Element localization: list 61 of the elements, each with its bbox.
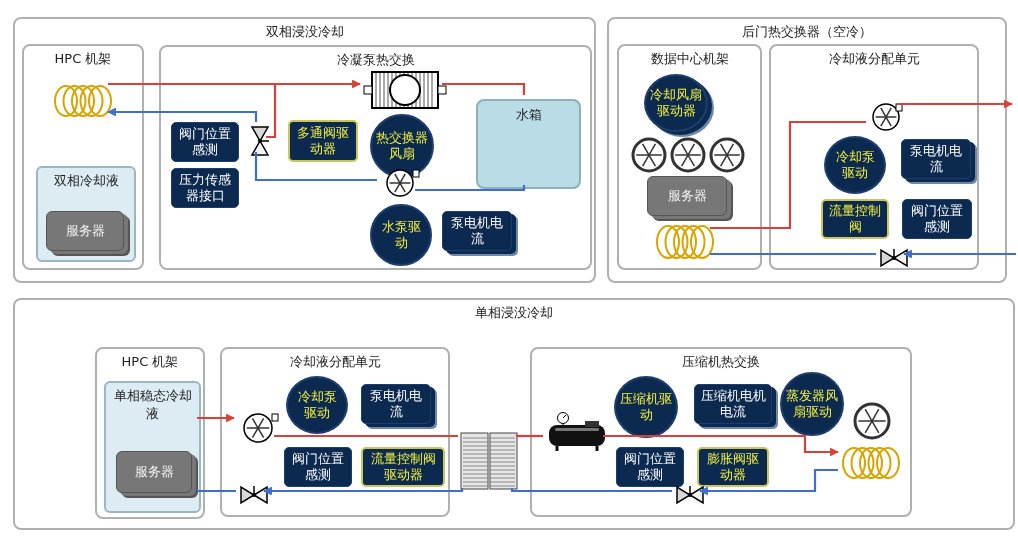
section-title: HPC 机架 xyxy=(120,353,180,371)
radiator-fan-icon xyxy=(364,70,446,110)
driver-box: 膨胀阀驱动器 xyxy=(697,447,769,487)
driver-box: 流量控制阀驱动器 xyxy=(361,447,445,487)
status-box: 阀门位置感测 xyxy=(616,447,684,487)
section-panel xyxy=(617,44,762,270)
section-title: 双相冷却液 xyxy=(52,172,120,190)
status-box: 阀门位置感测 xyxy=(902,199,972,239)
valve-icon xyxy=(250,126,270,156)
status-box: 阀门位置感测 xyxy=(284,447,352,487)
section-title: 数据中心机架 xyxy=(649,50,730,68)
compressor-icon xyxy=(547,412,607,452)
section-title: HPC 机架 xyxy=(53,50,113,68)
section-panel xyxy=(159,45,592,270)
pipe-arrow xyxy=(603,434,839,457)
pipe-arrow xyxy=(263,486,464,496)
section-panel xyxy=(13,298,1015,530)
section-title: 冷凝泵热交换 xyxy=(335,51,416,69)
section-title: 冷却液分配单元 xyxy=(827,50,921,68)
status-box: 阀门位置感测 xyxy=(171,122,239,162)
section-panel xyxy=(530,347,912,517)
drive-circle: 蒸发器风扇驱动 xyxy=(780,372,844,436)
drive-circle: 冷却泵驱动 xyxy=(286,376,348,434)
section-panel xyxy=(95,347,205,519)
pipe-arrow xyxy=(898,99,1013,109)
plate-heat-exchanger-icon xyxy=(460,432,518,490)
section-title: 单相稳态冷却液 xyxy=(112,387,193,423)
section-panel xyxy=(607,17,1007,283)
pump-icon xyxy=(870,102,902,132)
section-title: 后门热交换器（空冷） xyxy=(741,23,873,41)
pipe-arrow xyxy=(699,468,838,496)
pipe-arrow xyxy=(903,249,1016,259)
drive-circle: 水泵驱动 xyxy=(370,204,432,266)
driver-box: 多通阀驱动器 xyxy=(288,120,358,162)
drive-circle: 冷却泵驱动 xyxy=(824,136,886,194)
coil-icon xyxy=(54,84,112,118)
fan-icon xyxy=(852,402,892,440)
water-tank: 水箱 xyxy=(476,99,581,189)
status-box: 压力传感器接口 xyxy=(171,168,239,208)
fan-icon xyxy=(670,137,706,173)
section-panel xyxy=(22,44,144,270)
driver-box: 流量控制阀 xyxy=(821,199,889,239)
drive-circle: 压缩机驱动 xyxy=(614,376,678,438)
section-panel xyxy=(220,347,450,517)
coil-icon xyxy=(656,224,714,260)
section-panel xyxy=(13,17,596,283)
valve-icon xyxy=(676,485,704,505)
valve-icon xyxy=(880,248,908,268)
fan-icon xyxy=(709,137,745,173)
section-title: 压缩机热交换 xyxy=(681,353,761,371)
section-title: 冷却液分配单元 xyxy=(288,353,382,371)
coolant-tank-panel xyxy=(36,166,136,262)
section-title: 单相浸没冷却 xyxy=(474,304,554,322)
fan-icon xyxy=(631,137,667,173)
section-title: 双相浸没冷却 xyxy=(264,23,345,41)
valve-icon xyxy=(240,485,268,505)
pipe-arrow xyxy=(197,413,235,423)
pipe-arrow xyxy=(107,107,258,122)
section-panel xyxy=(769,44,979,270)
drive-circle: 热交换器风扇 xyxy=(370,114,434,178)
coolant-tank-panel xyxy=(104,381,201,513)
